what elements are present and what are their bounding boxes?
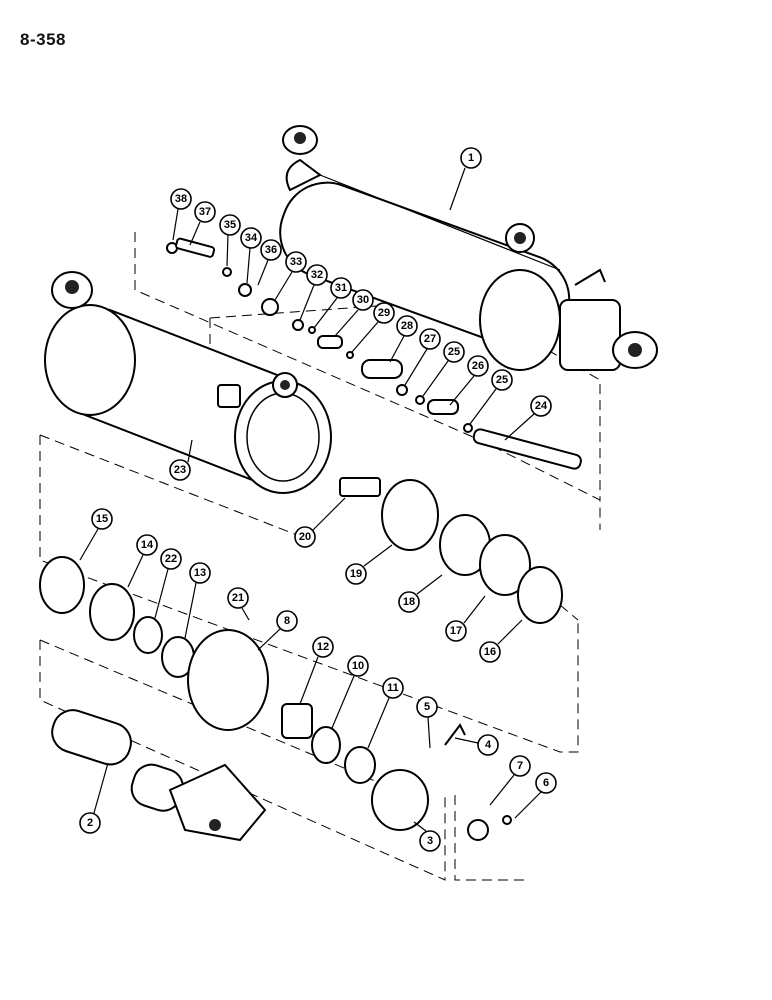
- callout-36: [260, 239, 282, 261]
- callout-label: 8: [284, 615, 290, 627]
- callout-11: [382, 677, 404, 699]
- callout-10: [347, 655, 369, 677]
- callout-12: [312, 636, 334, 658]
- callout-label: 36: [265, 244, 277, 256]
- callout-label: 31: [335, 282, 347, 294]
- callout-label: 16: [484, 646, 496, 658]
- callout-label: 10: [352, 660, 364, 672]
- callout-33: [285, 251, 307, 273]
- callout-label: 38: [175, 193, 187, 205]
- callout-label: 27: [424, 333, 436, 345]
- callout-label: 11: [387, 682, 399, 694]
- callout-label: 15: [96, 513, 108, 525]
- callout-8: [276, 610, 298, 632]
- cylinder-barrel: [44, 271, 332, 494]
- callout-label: 17: [450, 625, 462, 637]
- callouts: 1 38 37 35 34 36 33 32 31 30: [79, 147, 557, 852]
- callout-label: 1: [468, 152, 474, 164]
- callout-label: 20: [299, 531, 311, 543]
- callout-label: 5: [424, 701, 430, 713]
- callout-label: 7: [517, 760, 523, 772]
- callout-25: [491, 369, 513, 391]
- callout-37: [194, 201, 216, 223]
- callout-29: [373, 302, 395, 324]
- callout-label: 33: [290, 256, 302, 268]
- valve-parts: [166, 237, 582, 470]
- callout-28: [396, 315, 418, 337]
- callout-23: [169, 459, 191, 481]
- callout-label: 21: [232, 592, 244, 604]
- callout-label: 23: [174, 464, 186, 476]
- callout-5: [416, 696, 438, 718]
- callout-label: 35: [224, 219, 236, 231]
- callout-3: [419, 830, 441, 852]
- callout-35: [219, 214, 241, 236]
- callout-6: [535, 772, 557, 794]
- callout-20: [294, 526, 316, 548]
- callout-14: [136, 534, 158, 556]
- assembled-cylinder: [279, 125, 658, 371]
- callout-24: [530, 395, 552, 417]
- callout-13: [189, 562, 211, 584]
- callout-7: [509, 755, 531, 777]
- piston-rod: [51, 709, 267, 842]
- callout-label: 25: [448, 346, 460, 358]
- callout-label: 3: [427, 835, 433, 847]
- callout-label: 24: [535, 400, 548, 412]
- callout-26: [467, 355, 489, 377]
- callout-22: [160, 548, 182, 570]
- callout-34: [240, 227, 262, 249]
- callout-label: 28: [401, 320, 413, 332]
- callout-30: [352, 289, 374, 311]
- callout-16: [479, 641, 501, 663]
- callout-label: 4: [485, 739, 492, 751]
- callout-label: 19: [350, 568, 362, 580]
- callout-label: 6: [543, 777, 549, 789]
- callout-label: 2: [87, 817, 93, 829]
- callout-label: 12: [317, 641, 329, 653]
- callout-38: [170, 188, 192, 210]
- callout-21: [227, 587, 249, 609]
- callout-label: 34: [245, 232, 258, 244]
- callout-1: [460, 147, 482, 169]
- page-number: 8-358: [20, 30, 66, 49]
- callout-32: [306, 264, 328, 286]
- callout-label: 30: [357, 294, 369, 306]
- callout-18: [398, 591, 420, 613]
- piston-group: [39, 477, 563, 841]
- callout-15: [91, 508, 113, 530]
- callout-27: [419, 328, 441, 350]
- callout-17: [445, 620, 467, 642]
- callout-2: [79, 812, 101, 834]
- callout-label: 25: [496, 374, 508, 386]
- callout-19: [345, 563, 367, 585]
- callout-label: 18: [403, 596, 415, 608]
- callout-4: [477, 734, 499, 756]
- callout-label: 32: [311, 269, 323, 281]
- callout-label: 22: [165, 553, 177, 565]
- callout-25: [443, 341, 465, 363]
- callout-label: 13: [194, 567, 206, 579]
- callout-31: [330, 277, 352, 299]
- callout-label: 26: [472, 360, 484, 372]
- callout-label: 14: [141, 539, 154, 551]
- callout-label: 37: [199, 206, 211, 218]
- callout-label: 29: [378, 307, 390, 319]
